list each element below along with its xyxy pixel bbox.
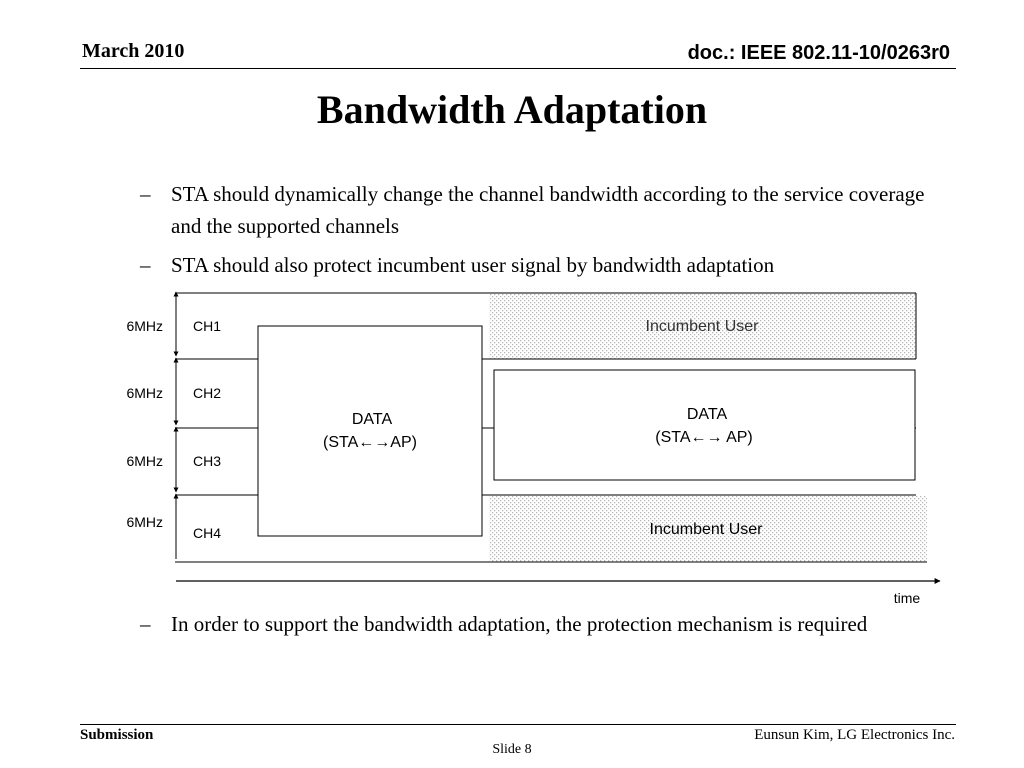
data-block-2	[493, 369, 916, 481]
bullet-list-bottom: – In order to support the bandwidth adap…	[140, 608, 940, 647]
incumbent-area-ch4	[489, 496, 927, 562]
channel-grid	[175, 292, 927, 563]
bullet-dash: –	[140, 182, 151, 206]
channel-width-label: 6MHz	[126, 318, 163, 334]
bullet-list-top: – STA should dynamically change the chan…	[140, 178, 940, 288]
channel-name-label: CH4	[193, 525, 221, 541]
channel-name-label: CH2	[193, 385, 221, 401]
incumbent-label-ch4: Incumbent User	[650, 521, 764, 538]
bullet-item: – In order to support the bandwidth adap…	[140, 608, 940, 640]
channel-name-label: CH3	[193, 453, 221, 469]
footer-slide-number: Slide 8	[492, 742, 532, 757]
data-block-2-subtitle: (STA←→ AP)	[655, 429, 753, 446]
incumbent-area-ch1	[489, 293, 916, 359]
time-axis-label: time	[894, 590, 921, 606]
footer-author: Eunsun Kim, LG Electronics Inc.	[754, 727, 955, 743]
bullet-item: – STA should also protect incumbent user…	[140, 249, 940, 281]
slide-title: Bandwidth Adaptation	[316, 87, 708, 132]
incumbent-label-ch1: Incumbent User	[646, 318, 760, 335]
channel-name-label: CH1	[193, 318, 221, 334]
header-date: March 2010	[82, 40, 185, 62]
bullet-item: – STA should dynamically change the chan…	[140, 178, 940, 242]
bullet-text: In order to support the bandwidth adapta…	[171, 612, 868, 636]
header-rule	[80, 68, 956, 69]
channel-width-label: 6MHz	[126, 385, 163, 401]
footer-submission: Submission	[80, 727, 154, 743]
channel-width-label: 6MHz	[126, 453, 163, 469]
data-block-2-title: DATA	[687, 406, 728, 423]
bullet-text: STA should also protect incumbent user s…	[171, 253, 775, 277]
bullet-text: STA should dynamically change the channe…	[171, 182, 925, 238]
channel-width-label: 6MHz	[126, 514, 163, 530]
data-block-1	[257, 325, 483, 537]
bullet-dash: –	[140, 612, 151, 636]
data-block-1-title: DATA	[352, 411, 393, 428]
data-block-1-subtitle: (STA←→AP)	[323, 434, 417, 451]
bullet-dash: –	[140, 253, 151, 277]
header-doc-id: doc.: IEEE 802.11-10/0263r0	[687, 42, 950, 64]
footer-rule	[80, 724, 956, 725]
